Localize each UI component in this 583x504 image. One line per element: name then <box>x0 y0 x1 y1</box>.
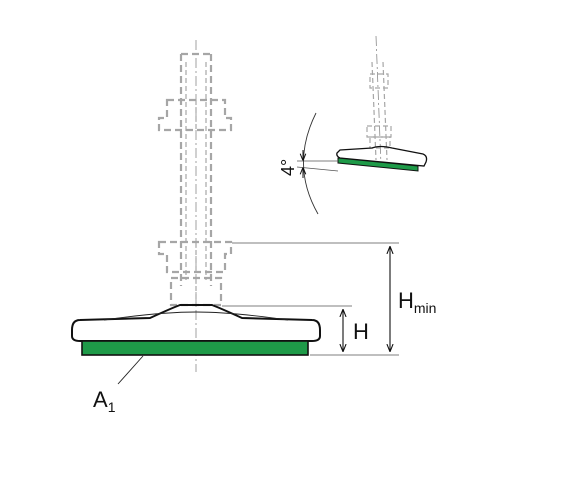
a1-label: A1 <box>93 387 116 415</box>
angle-label: 4° <box>278 159 298 176</box>
h-min-label: Hmin <box>398 288 436 316</box>
base-top-line <box>103 311 289 321</box>
main-view <box>71 40 321 385</box>
tilt-arc <box>303 112 319 215</box>
tilt-inset <box>296 35 428 215</box>
inset-base-body <box>336 145 428 167</box>
h-label: H <box>353 319 369 344</box>
base-body <box>71 304 321 342</box>
rubber-pad <box>81 340 309 356</box>
dimensions <box>222 242 399 356</box>
threaded-stud <box>179 52 213 286</box>
lower-nut <box>157 240 233 274</box>
inset-rubber-pad <box>337 157 419 172</box>
a1-leader <box>117 355 144 385</box>
upper-nut <box>157 98 233 132</box>
ball-joint <box>169 276 223 307</box>
